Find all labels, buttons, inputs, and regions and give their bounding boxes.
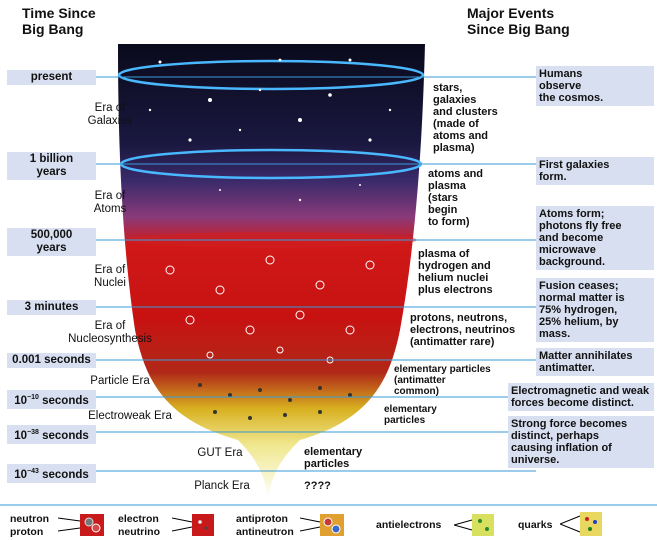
time-label-1e-38-seconds: 10−38 seconds <box>7 425 96 444</box>
legend-antielectrons-icon <box>454 512 496 538</box>
time-exponent: −43 <box>27 468 39 475</box>
legend-quarks-icon <box>560 510 604 538</box>
legend-electron-label: electron <box>118 513 159 525</box>
time-base: 10 <box>14 430 27 442</box>
legend-antiproton-antineutron-icon <box>300 512 346 538</box>
time-exponent: −38 <box>27 429 39 436</box>
legend-neutron-proton-icon <box>58 512 106 538</box>
legend-quarks-label: quarks <box>518 519 552 531</box>
era-gut: GUT Era <box>190 447 250 460</box>
legend-electron-neutrino-icon <box>172 512 216 538</box>
content-galaxies: stars, galaxies and clusters (made of at… <box>433 82 498 154</box>
era-electroweak: Electroweak Era <box>80 410 180 423</box>
time-label-500000-years: 500,000 years <box>7 228 96 256</box>
content-atoms: atoms and plasma (stars begin to form) <box>428 168 483 228</box>
event-fusion-ceases: Fusion ceases; normal matter is 75% hydr… <box>536 278 654 342</box>
time-unit: seconds <box>39 395 89 407</box>
content-electroweak-particles: elementary particles <box>384 404 437 426</box>
era-planck: Planck Era <box>182 480 262 493</box>
event-strong-force: Strong force becomes distinct, perhaps c… <box>508 416 654 468</box>
event-atoms-form: Atoms form; photons fly free and become … <box>536 206 654 270</box>
content-particles-antimatter: elementary particles (antimatter common) <box>394 364 491 397</box>
time-base: 10 <box>14 469 27 481</box>
time-label-0001-seconds: 0.001 seconds <box>7 353 96 368</box>
time-label-3-minutes: 3 minutes <box>7 300 96 315</box>
time-base: 10 <box>14 395 27 407</box>
time-label-1e-43-seconds: 10−43 seconds <box>7 464 96 483</box>
legend-antielectrons-label: antielectrons <box>376 519 441 531</box>
legend-proton-label: proton <box>10 526 43 538</box>
time-label-present: present <box>7 70 96 85</box>
event-humans: Humans observe the cosmos. <box>536 66 654 106</box>
content-planck: ???? <box>304 480 331 492</box>
era-atoms: Era of Atoms <box>70 190 150 216</box>
content-plasma: plasma of hydrogen and helium nuclei plu… <box>418 248 493 296</box>
content-gut-particles: elementary particles <box>304 446 362 470</box>
event-electroweak: Electromagnetic and weak forces become d… <box>508 383 654 411</box>
era-particle: Particle Era <box>80 375 160 388</box>
time-unit: seconds <box>39 469 89 481</box>
time-exponent: −10 <box>27 394 39 401</box>
legend-neutron-label: neutron <box>10 513 49 525</box>
era-nuclei: Era of Nuclei <box>70 264 150 290</box>
event-matter-annihilates: Matter annihilates antimatter. <box>536 348 654 376</box>
event-first-galaxies: First galaxies form. <box>536 157 654 185</box>
era-nucleosynthesis: Era of Nucleosynthesis <box>50 320 170 346</box>
time-label-1-billion-years: 1 billion years <box>7 152 96 180</box>
legend-antineutron-label: antineutron <box>236 526 294 538</box>
legend-antiproton-label: antiproton <box>236 513 288 525</box>
era-galaxies: Era of Galaxies <box>70 102 150 128</box>
time-label-1e-10-seconds: 10−10 seconds <box>7 390 96 409</box>
time-unit: seconds <box>39 430 89 442</box>
content-protons-neutrons: protons, neutrons, electrons, neutrinos … <box>410 312 515 348</box>
legend-neutrino-label: neutrino <box>118 526 160 538</box>
